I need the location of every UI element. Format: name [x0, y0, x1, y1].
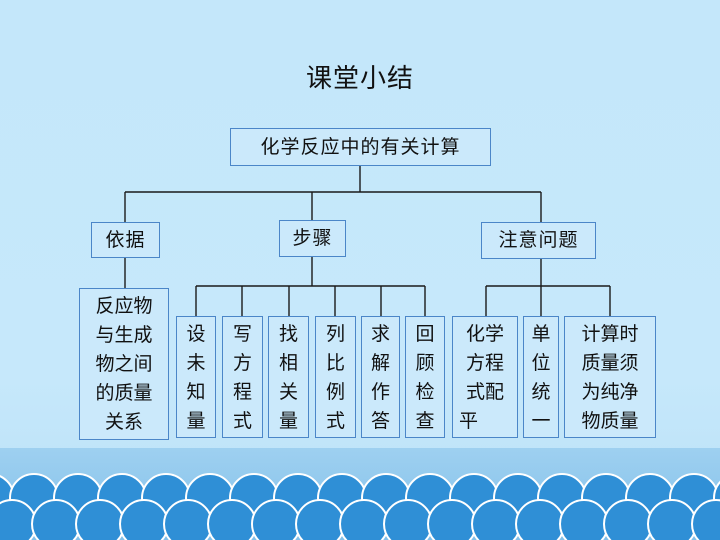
step-char: 量 — [186, 410, 206, 432]
step-char: 查 — [415, 410, 435, 432]
basis-line: 关系 — [104, 411, 143, 433]
branch-notes-label: 注意问题 — [498, 229, 579, 251]
basis-line: 的质量 — [95, 382, 153, 404]
step-solve-answer: 求 解 作 答 — [361, 316, 400, 438]
root-node: 化学反应中的有关计算 — [230, 128, 491, 166]
step-char: 找 — [278, 323, 298, 345]
note-pure-mass: 计算时 质量须 为纯净 物质量 — [564, 316, 656, 438]
step-char: 知 — [186, 381, 206, 403]
step-char: 相 — [278, 352, 298, 374]
branch-steps: 步骤 — [279, 220, 346, 257]
basis-detail-box: 反应物 与生成 物之间 的质量 关系 — [79, 288, 169, 440]
note-line: 统 — [531, 381, 551, 403]
step-char: 写 — [232, 323, 252, 345]
note-line: 式配 — [465, 381, 504, 403]
note-line: 为纯净 — [581, 381, 639, 403]
basis-line: 与生成 — [95, 324, 153, 346]
note-line: 化学 — [465, 323, 504, 345]
step-char: 回 — [415, 323, 435, 345]
step-char: 方 — [232, 352, 252, 374]
step-write-equation: 写 方 程 式 — [222, 316, 263, 438]
step-set-unknown: 设 未 知 量 — [176, 316, 216, 438]
step-char: 量 — [278, 410, 298, 432]
step-char: 式 — [325, 410, 345, 432]
step-char: 比 — [325, 352, 345, 374]
note-line: 方程 — [465, 352, 504, 374]
decorative-arches — [0, 473, 720, 540]
step-char: 例 — [325, 381, 345, 403]
step-char: 关 — [278, 381, 298, 403]
step-set-proportion: 列 比 例 式 — [315, 316, 356, 438]
note-line: 物质量 — [581, 410, 639, 432]
branch-notes: 注意问题 — [481, 222, 596, 259]
branch-basis: 依据 — [91, 222, 160, 258]
step-char: 解 — [370, 352, 390, 374]
basis-line: 物之间 — [95, 353, 153, 375]
branch-basis-label: 依据 — [105, 228, 146, 251]
step-char: 检 — [415, 381, 435, 403]
arch-shape — [691, 499, 720, 540]
step-char: 程 — [232, 381, 252, 403]
note-balance-equation: 化学 方程 式配 平 — [452, 316, 518, 438]
basis-line: 反应物 — [95, 295, 153, 317]
step-char: 顾 — [415, 352, 435, 374]
step-review-check: 回 顾 检 查 — [405, 316, 445, 438]
branch-steps-label: 步骤 — [292, 227, 333, 249]
note-unify-units: 单 位 统 一 — [523, 316, 559, 438]
note-line: 一 — [531, 410, 551, 432]
root-node-label: 化学反应中的有关计算 — [260, 135, 461, 158]
note-line: 位 — [531, 352, 551, 374]
step-find-quantities: 找 相 关 量 — [268, 316, 309, 438]
note-line: 计算时 — [581, 323, 639, 345]
step-char: 未 — [186, 352, 206, 374]
step-char: 答 — [370, 410, 390, 432]
slide-title: 课堂小结 — [305, 64, 414, 94]
step-char: 作 — [370, 381, 390, 403]
note-line: 质量须 — [581, 352, 639, 374]
step-char: 列 — [325, 323, 345, 345]
step-char: 设 — [186, 323, 206, 345]
step-char: 式 — [232, 410, 252, 432]
note-line: 平 — [459, 410, 479, 432]
step-char: 求 — [370, 323, 390, 345]
note-line: 单 — [531, 323, 551, 345]
